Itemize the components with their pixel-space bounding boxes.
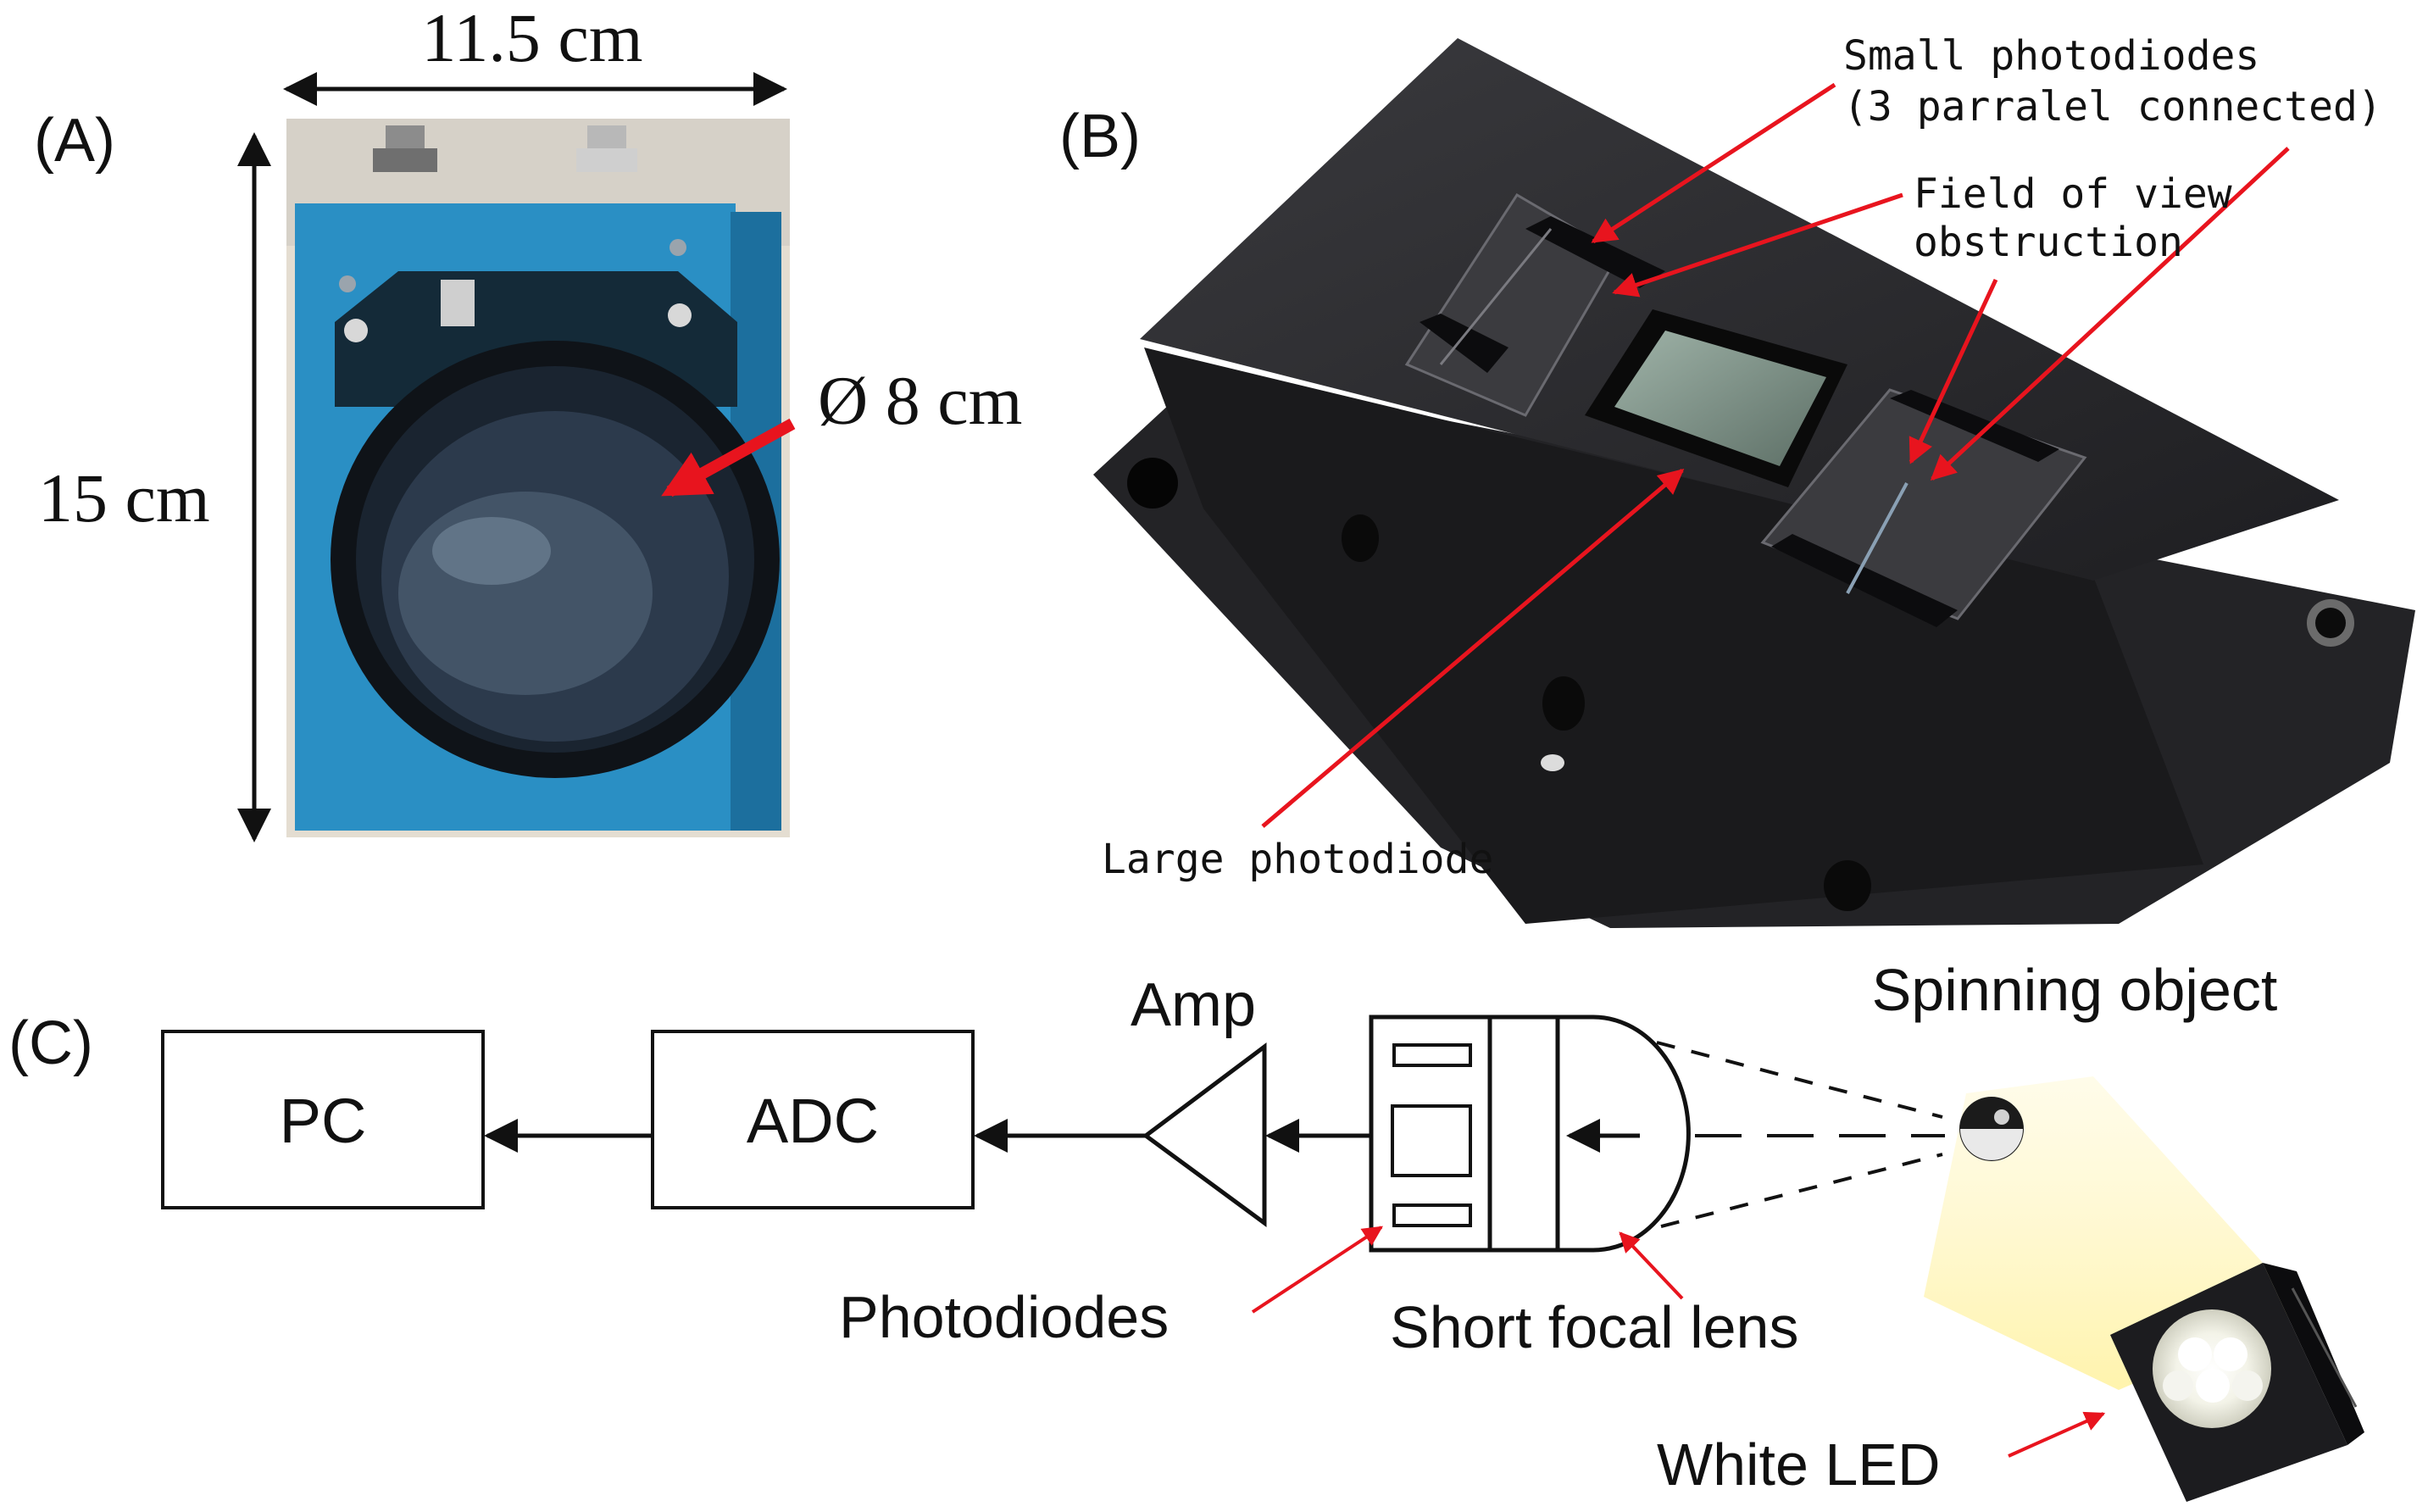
sensor-housing-photo [286, 119, 790, 837]
amplifier-symbol [1142, 1042, 1267, 1227]
fov-line-bottom [1660, 1153, 1943, 1228]
adc-label: ADC [747, 1086, 879, 1156]
photodiodes-arrow [1251, 1226, 1384, 1314]
pc-label: PC [280, 1086, 367, 1156]
photodiode-board-photo [1093, 38, 2415, 928]
spinning-object [1959, 1097, 2024, 1161]
diameter-label: Ø 8 cm [818, 362, 1022, 439]
height-label: 15 cm [38, 459, 210, 536]
pc-box [161, 1030, 485, 1209]
large-photodiode-label: Large photodiode [1102, 836, 1493, 883]
large-photodiode-arrow [1261, 469, 1685, 828]
small-photodiodes-label-line2: (3 parralel connected) [1843, 83, 2382, 131]
small-photodiodes-arrow-right [1930, 147, 2290, 481]
panel-b: (B) [1059, 32, 2415, 928]
fov-line-top [1656, 1041, 1943, 1119]
photodiodes-label: Photodiodes [839, 1284, 1169, 1350]
adc-box [651, 1030, 975, 1209]
fov-label-line2: obstruction [1914, 219, 2183, 266]
fov-label-line1: Field of view [1914, 170, 2232, 218]
panel-b-label: (B) [1059, 103, 1141, 170]
panel-a-label: (A) [34, 107, 115, 175]
width-label: 11.5 cm [421, 0, 642, 76]
panel-c: (C) PC ADC Amp [8, 957, 2364, 1502]
large-photodiode-symbol [1391, 1104, 1472, 1177]
small-photodiodes-label-line1: Small photodiodes [1843, 32, 2259, 80]
fov-arrow-right [1909, 278, 1998, 464]
small-photodiode-bottom [1392, 1203, 1472, 1227]
diameter-arrow [661, 418, 796, 498]
spinning-object-label: Spinning object [1872, 957, 2278, 1023]
led-label: White LED [1657, 1431, 1941, 1498]
panel-c-label: (C) [8, 1009, 93, 1077]
lens-label: Short focal lens [1390, 1294, 1798, 1360]
fov-arrow-left [1612, 192, 1903, 297]
small-photodiodes-arrow-left [1591, 82, 1836, 244]
led-arrow [2008, 1411, 2106, 1458]
small-photodiode-top [1392, 1043, 1472, 1067]
lens-arrow [1619, 1231, 1684, 1300]
panel-a: (A) [34, 0, 1022, 842]
white-led [2110, 1263, 2364, 1502]
sensor-assembly [1369, 1014, 1691, 1253]
amp-label: Amp [1131, 971, 1256, 1039]
